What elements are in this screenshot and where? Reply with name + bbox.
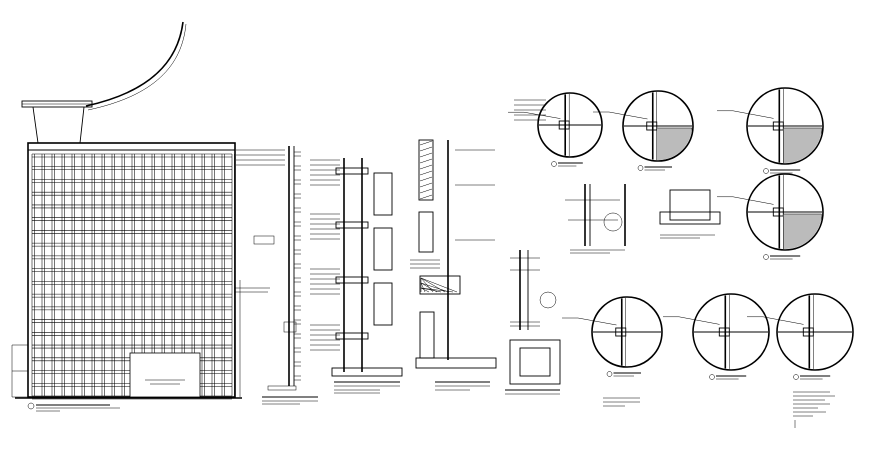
detail-circle: [717, 87, 824, 174]
general-notes: [603, 391, 835, 428]
mullion-section: [310, 158, 440, 394]
callout-circle: [622, 90, 694, 162]
anchor: [772, 207, 784, 217]
facade-elevation: [11, 21, 270, 412]
hatch-line: [419, 176, 433, 182]
canopy-arc-inner: [87, 23, 187, 111]
hatch-line: [420, 282, 426, 293]
detail-callouts: [508, 87, 854, 380]
hatch-line: [420, 287, 430, 293]
anchor: [558, 120, 570, 130]
slab-edge: [335, 167, 369, 175]
leader: [732, 196, 774, 205]
hatch-line: [419, 182, 433, 188]
detail-circle: [508, 92, 603, 167]
callout-circle: [537, 92, 603, 158]
slab-edge: [335, 276, 369, 284]
anchor: [772, 121, 784, 131]
detail-marker: [763, 168, 769, 174]
hatch-line: [419, 194, 433, 200]
entrance-block: [129, 352, 201, 398]
callout-circle: [746, 87, 824, 165]
detail-marker: [709, 374, 715, 380]
detail-marker: [551, 161, 557, 167]
anchor: [646, 121, 658, 131]
leader: [732, 110, 774, 119]
leader: [678, 316, 720, 325]
hatch-line: [419, 170, 433, 176]
hatch-line: [419, 164, 433, 170]
callout-circle: [746, 173, 824, 251]
slab-edge: [335, 332, 369, 340]
detail-circle: [562, 296, 663, 377]
callout-circle: [591, 296, 663, 368]
leader: [762, 316, 804, 325]
mid-details: [565, 184, 721, 254]
anchor: [718, 327, 730, 337]
leader: [523, 111, 561, 119]
detail-circle: [663, 293, 770, 380]
slab-edge: [335, 221, 369, 229]
anchor: [615, 327, 627, 337]
hatch-line: [420, 277, 458, 293]
hatch-line: [420, 282, 450, 293]
leader: [577, 317, 617, 326]
hatch-line: [419, 146, 433, 152]
spandrel-section: [415, 139, 497, 391]
detail-circle: [747, 293, 854, 380]
detail-circle: [717, 173, 824, 260]
wall-section: [236, 146, 318, 405]
callout-circle: [776, 293, 854, 371]
hatch-line: [419, 152, 433, 158]
detail-marker: [793, 374, 799, 380]
anchor: [802, 327, 814, 337]
detail-marker: [606, 371, 613, 377]
detail-marker: [637, 165, 644, 171]
hatch-line: [419, 188, 433, 194]
leader: [608, 111, 648, 120]
hatch-line: [419, 158, 433, 164]
canopy-support: [32, 106, 85, 144]
detail-circle: [593, 90, 694, 171]
detail-marker: [763, 254, 769, 260]
base-detail: [505, 250, 561, 395]
hatch-line: [419, 140, 433, 146]
callout-circle: [692, 293, 770, 371]
canopy-arc: [85, 21, 184, 107]
